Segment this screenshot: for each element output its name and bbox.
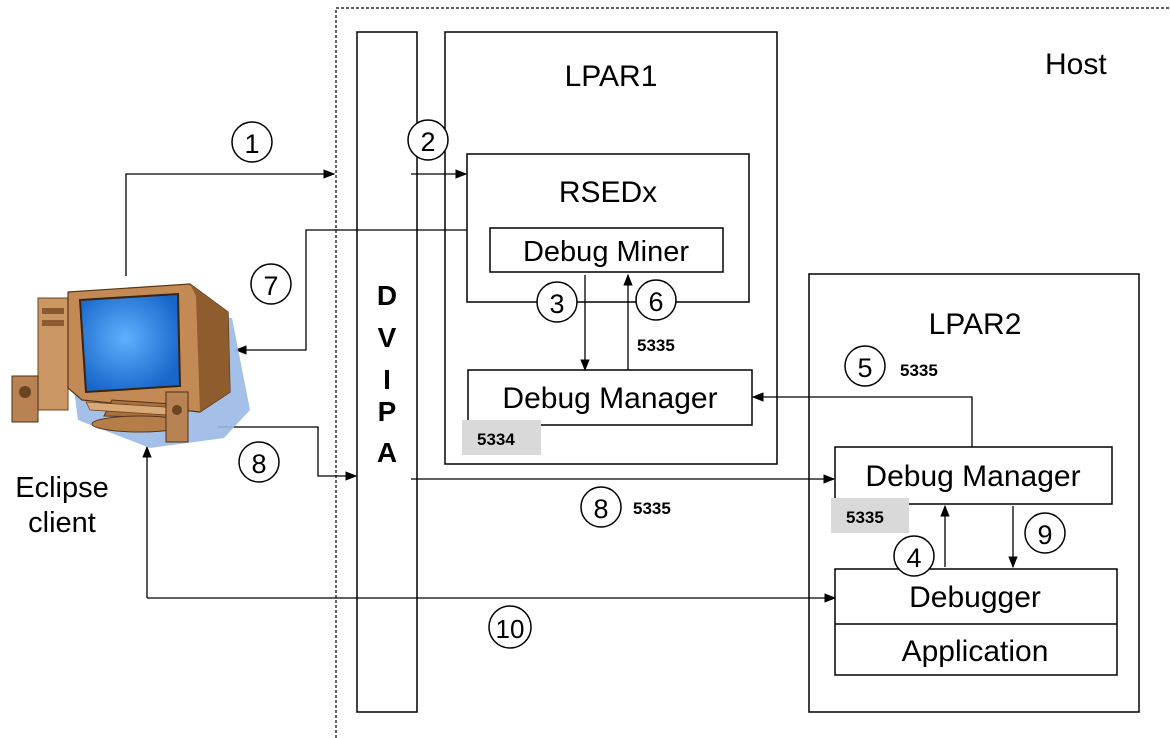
port-5335-step8: 5335 bbox=[633, 499, 671, 518]
client-label-line2: client bbox=[28, 507, 96, 539]
svg-text:4: 4 bbox=[906, 543, 921, 573]
step-4: 4 bbox=[893, 535, 935, 577]
dvipa-letter-i: I bbox=[383, 364, 391, 395]
step-9: 9 bbox=[1024, 512, 1066, 554]
svg-text:9: 9 bbox=[1037, 520, 1052, 550]
dvipa-letter-a: A bbox=[377, 437, 397, 468]
debugger-label: Debugger bbox=[909, 581, 1041, 614]
client-label-line1: Eclipse bbox=[15, 472, 109, 504]
step-1: 1 bbox=[231, 121, 273, 163]
port-5335-lpar1: 5335 bbox=[637, 336, 675, 355]
step-8-dvipa: 8 bbox=[580, 486, 622, 528]
debugger-app-box bbox=[834, 568, 1118, 676]
svg-text:6: 6 bbox=[648, 287, 663, 317]
svg-text:3: 3 bbox=[549, 289, 564, 319]
computer-icon bbox=[11, 283, 250, 448]
debug-miner-box bbox=[489, 227, 724, 273]
svg-text:2: 2 bbox=[420, 127, 435, 157]
step-2: 2 bbox=[407, 119, 449, 161]
step-6: 6 bbox=[635, 279, 677, 321]
port-5334-badge bbox=[462, 420, 541, 455]
svg-text:1: 1 bbox=[244, 129, 259, 159]
dvipa-letter-d: D bbox=[377, 280, 397, 311]
lpar1-label: LPAR1 bbox=[565, 60, 658, 93]
lpar2-label: LPAR2 bbox=[929, 308, 1022, 341]
lpar2-debug-manager-label: Debug Manager bbox=[865, 460, 1080, 493]
lpar1-debug-manager-box bbox=[467, 369, 753, 426]
host-boundary bbox=[335, 7, 1170, 738]
arrow-step-8-client bbox=[218, 426, 358, 481]
port-5335-badge bbox=[831, 498, 909, 533]
arrow-step-1 bbox=[125, 169, 336, 276]
dvipa-letter-v: V bbox=[378, 322, 397, 353]
svg-text:8: 8 bbox=[251, 449, 266, 479]
arrow-step-7 bbox=[234, 229, 467, 355]
svg-text:5: 5 bbox=[857, 353, 872, 383]
dvipa-box bbox=[356, 31, 418, 713]
step-5: 5 bbox=[844, 345, 886, 387]
application-label: Application bbox=[902, 635, 1049, 668]
dvipa-letter-p: P bbox=[378, 396, 397, 427]
step-3: 3 bbox=[536, 281, 578, 323]
arrow-step-5 bbox=[751, 392, 973, 447]
rsed-label: RSEDx bbox=[559, 176, 657, 209]
lpar1-debug-manager-label: Debug Manager bbox=[502, 382, 717, 415]
port-5335-badge-label: 5335 bbox=[846, 508, 884, 527]
step-10: 10 bbox=[488, 605, 532, 649]
step-7: 7 bbox=[250, 263, 292, 305]
svg-text:10: 10 bbox=[496, 614, 525, 644]
lpar2-debug-manager-box bbox=[834, 446, 1113, 505]
host-label: Host bbox=[1045, 48, 1107, 81]
svg-text:8: 8 bbox=[593, 494, 608, 524]
port-5334-label: 5334 bbox=[477, 430, 515, 449]
step-8-client: 8 bbox=[238, 441, 280, 483]
svg-text:7: 7 bbox=[263, 271, 278, 301]
debug-miner-label: Debug Miner bbox=[523, 236, 689, 268]
port-5335-step5: 5335 bbox=[900, 361, 938, 380]
